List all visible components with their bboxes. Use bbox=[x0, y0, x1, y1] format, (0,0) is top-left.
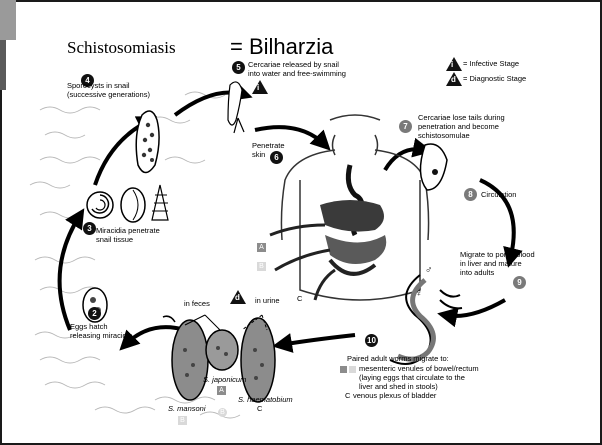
label-paired-1: Paired adult worms migrate to: bbox=[347, 355, 449, 364]
label-penetrate-2: skin bbox=[252, 151, 265, 160]
step-8-badge: 8 bbox=[464, 188, 477, 201]
page-title: Schistosomiasis bbox=[67, 38, 176, 58]
step-10-badge: 10 bbox=[365, 334, 378, 347]
step-9-badge: 9 bbox=[513, 276, 526, 289]
label-eggs-2: releasing miracidia bbox=[70, 332, 133, 341]
label-in-feces: in feces bbox=[184, 300, 210, 309]
cercaria bbox=[228, 82, 244, 133]
adult-worms bbox=[390, 275, 462, 364]
arrow-to-eggs bbox=[280, 335, 355, 345]
page-subtitle: = Bilharzia bbox=[230, 34, 333, 59]
marker-box-a-vein: A bbox=[257, 243, 266, 252]
arrow-eggs-to-snail bbox=[60, 215, 80, 330]
arrow-to-schistosomulae bbox=[385, 149, 425, 170]
step-3-badge: 3 bbox=[83, 222, 96, 235]
label-s-haematobium: S. haematobium bbox=[238, 396, 293, 405]
schistosomulum bbox=[420, 144, 447, 190]
label-tails-3: schistosomulae bbox=[418, 132, 470, 141]
legend-infective: = Infective Stage bbox=[463, 60, 519, 69]
label-in-urine: in urine bbox=[255, 297, 280, 306]
step-2-badge: 2 bbox=[88, 307, 101, 320]
label-migrate-3: into adults bbox=[460, 269, 494, 278]
label-s-japonicum: S. japonicum bbox=[203, 376, 246, 385]
label-c-vein: C bbox=[297, 295, 302, 304]
label-c-haematobium: C bbox=[257, 405, 262, 414]
label-paired-5: venous plexus of bladder bbox=[353, 392, 436, 401]
veins bbox=[270, 225, 335, 300]
label-c-paired: C bbox=[345, 392, 350, 401]
label-circulation: Circulation bbox=[481, 191, 516, 200]
infective-stage-icon: i bbox=[252, 80, 268, 94]
marker-box-b: B bbox=[178, 416, 187, 425]
label-sporocysts-2: (successive generations) bbox=[67, 91, 150, 100]
legend-diagnostic: = Diagnostic Stage bbox=[463, 75, 526, 84]
male-symbol: ♂ bbox=[425, 265, 433, 277]
label-s-mansoni: S. mansoni bbox=[168, 405, 206, 414]
marker-box-a-paired bbox=[340, 366, 347, 373]
infective-stage-icon: i bbox=[446, 57, 462, 71]
label-miracidia-2: snail tissue bbox=[96, 236, 133, 245]
marker-box-b-paired bbox=[349, 366, 356, 373]
diagnostic-stage-icon: d bbox=[230, 290, 246, 304]
female-symbol: ♀ bbox=[415, 288, 423, 300]
step-7-badge: 7 bbox=[399, 120, 412, 133]
step-6-badge: 6 bbox=[270, 151, 283, 164]
snails bbox=[87, 185, 168, 222]
step-5-badge: 5 bbox=[232, 61, 245, 74]
marker-box-b-vein: B bbox=[257, 262, 266, 271]
label-cercariae-2: into water and free-swimming bbox=[248, 70, 346, 79]
sporocyst bbox=[136, 111, 159, 173]
diagnostic-stage-icon: d bbox=[446, 72, 462, 86]
marker-circle-b: B bbox=[218, 408, 227, 417]
human-organs bbox=[320, 165, 386, 274]
marker-box-a: A bbox=[217, 386, 226, 395]
